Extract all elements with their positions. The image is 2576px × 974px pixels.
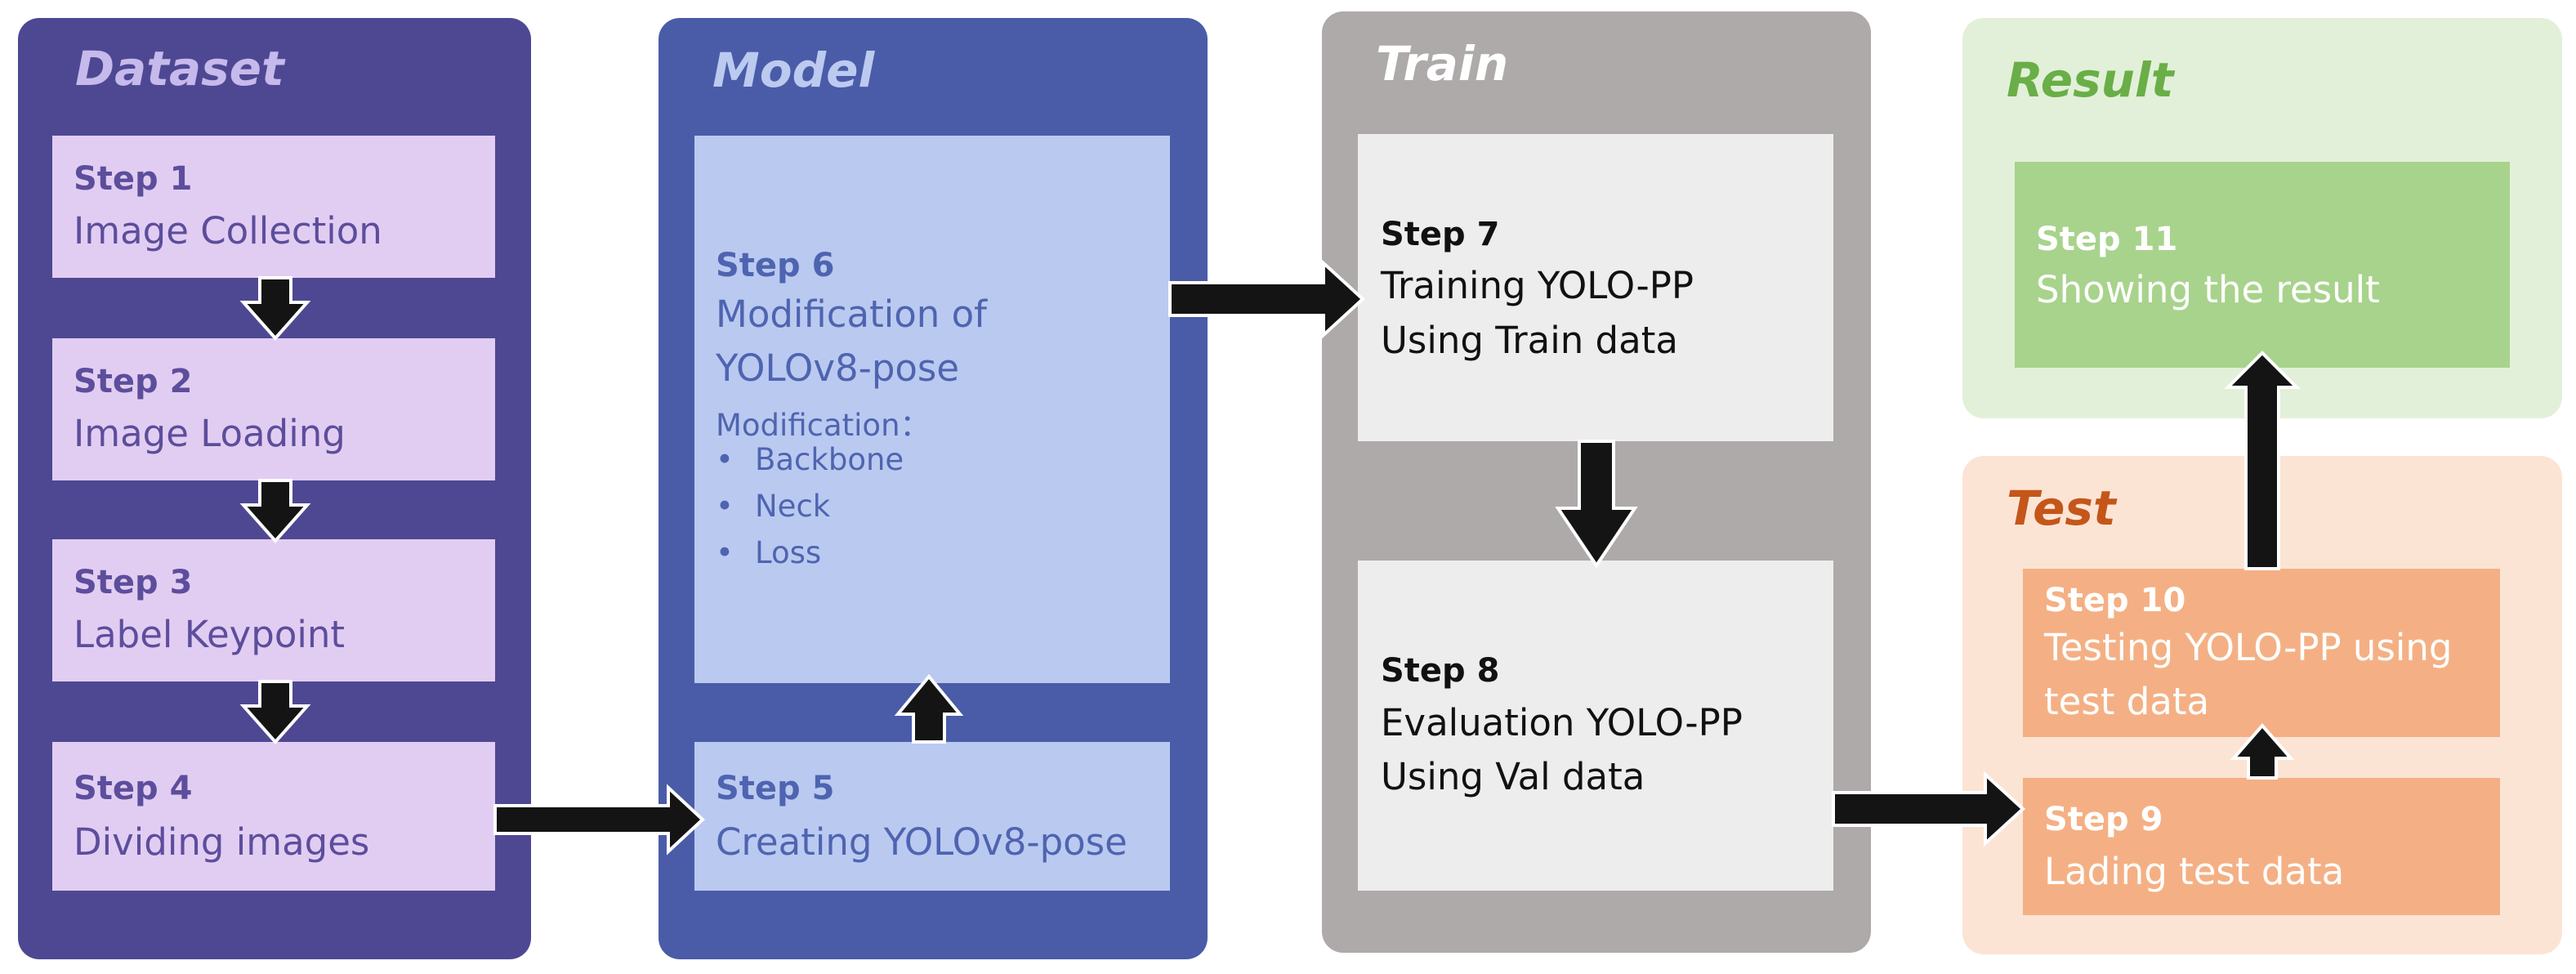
- step-10-box: Step 10 Testing YOLO-PP using test data: [2023, 569, 2500, 737]
- modification-item-label: Neck: [755, 489, 831, 524]
- step-10-label-line2: test data: [2044, 680, 2210, 723]
- step-6-modification-list: •Backbone •Neck •Loss: [716, 436, 904, 576]
- step-9-label: Lading test data: [2044, 850, 2345, 893]
- test-title: Test: [2007, 480, 2116, 536]
- step-9-number: Step 9: [2044, 801, 2163, 838]
- step-6-label-line1: Modification of: [716, 293, 987, 336]
- arrow-up-step5-step6: [894, 673, 964, 744]
- step-11-number: Step 11: [2036, 221, 2178, 258]
- step-10-label-line1: Testing YOLO-PP using: [2044, 626, 2453, 669]
- step-10-number: Step 10: [2044, 582, 2186, 619]
- step-6-label-line2: YOLOv8-pose: [716, 346, 960, 390]
- step-11-box: Step 11 Showing the result: [2015, 162, 2510, 368]
- model-title: Model: [712, 42, 875, 98]
- dataset-title: Dataset: [75, 41, 284, 96]
- train-title: Train: [1376, 36, 1509, 92]
- step-6-number: Step 6: [716, 247, 835, 284]
- modification-item: •Neck: [716, 489, 831, 524]
- arrow-down-step1-step2: [239, 276, 311, 342]
- step-2-number: Step 2: [74, 363, 193, 400]
- modification-item-label: Loss: [755, 535, 822, 570]
- arrow-right-step6-step7: [1168, 259, 1365, 339]
- arrow-down-step3-step4: [239, 680, 311, 745]
- step-3-box: Step 3 Label Keypoint: [52, 539, 495, 681]
- step-8-number: Step 8: [1381, 652, 1500, 690]
- step-1-number: Step 1: [74, 160, 193, 198]
- step-2-label: Image Loading: [74, 412, 346, 455]
- step-3-number: Step 3: [74, 564, 193, 601]
- step-6-box: Step 6 Modification of YOLOv8-pose Modif…: [694, 136, 1170, 683]
- step-8-box: Step 8 Evaluation YOLO-PP Using Val data: [1358, 561, 1833, 891]
- step-1-label: Image Collection: [74, 209, 382, 252]
- step-11-label: Showing the result: [2036, 268, 2380, 311]
- step-4-number: Step 4: [74, 770, 193, 807]
- modification-item: •Backbone: [716, 442, 904, 477]
- step-2-box: Step 2 Image Loading: [52, 338, 495, 480]
- step-7-label-line1: Training YOLO-PP: [1381, 264, 1694, 307]
- step-7-box: Step 7 Training YOLO-PP Using Train data: [1358, 134, 1833, 441]
- step-1-box: Step 1 Image Collection: [52, 136, 495, 278]
- step-5-label: Creating YOLOv8-pose: [716, 820, 1127, 864]
- step-4-box: Step 4 Dividing images: [52, 742, 495, 891]
- arrow-right-step4-step5: [493, 784, 705, 856]
- arrow-down-step7-step8: [1555, 440, 1638, 569]
- arrow-right-step8-step9: [1832, 771, 2025, 847]
- arrow-up-step9-step10: [2230, 722, 2295, 780]
- step-5-box: Step 5 Creating YOLOv8-pose: [694, 742, 1170, 891]
- step-8-label-line2: Using Val data: [1381, 755, 1645, 798]
- result-title: Result: [2007, 52, 2174, 108]
- step-7-number: Step 7: [1381, 216, 1500, 253]
- step-8-label-line1: Evaluation YOLO-PP: [1381, 701, 1743, 744]
- step-9-box: Step 9 Lading test data: [2023, 778, 2500, 915]
- step-4-label: Dividing images: [74, 820, 370, 864]
- modification-item: •Loss: [716, 535, 822, 570]
- step-7-label-line2: Using Train data: [1381, 319, 1678, 362]
- step-5-number: Step 5: [716, 770, 835, 807]
- arrow-down-step2-step3: [239, 479, 311, 544]
- step-3-label: Label Keypoint: [74, 613, 346, 656]
- arrow-up-step10-step11: [2224, 351, 2301, 570]
- modification-item-label: Backbone: [755, 442, 904, 477]
- step-6-modification-heading: Modification：: [716, 408, 931, 443]
